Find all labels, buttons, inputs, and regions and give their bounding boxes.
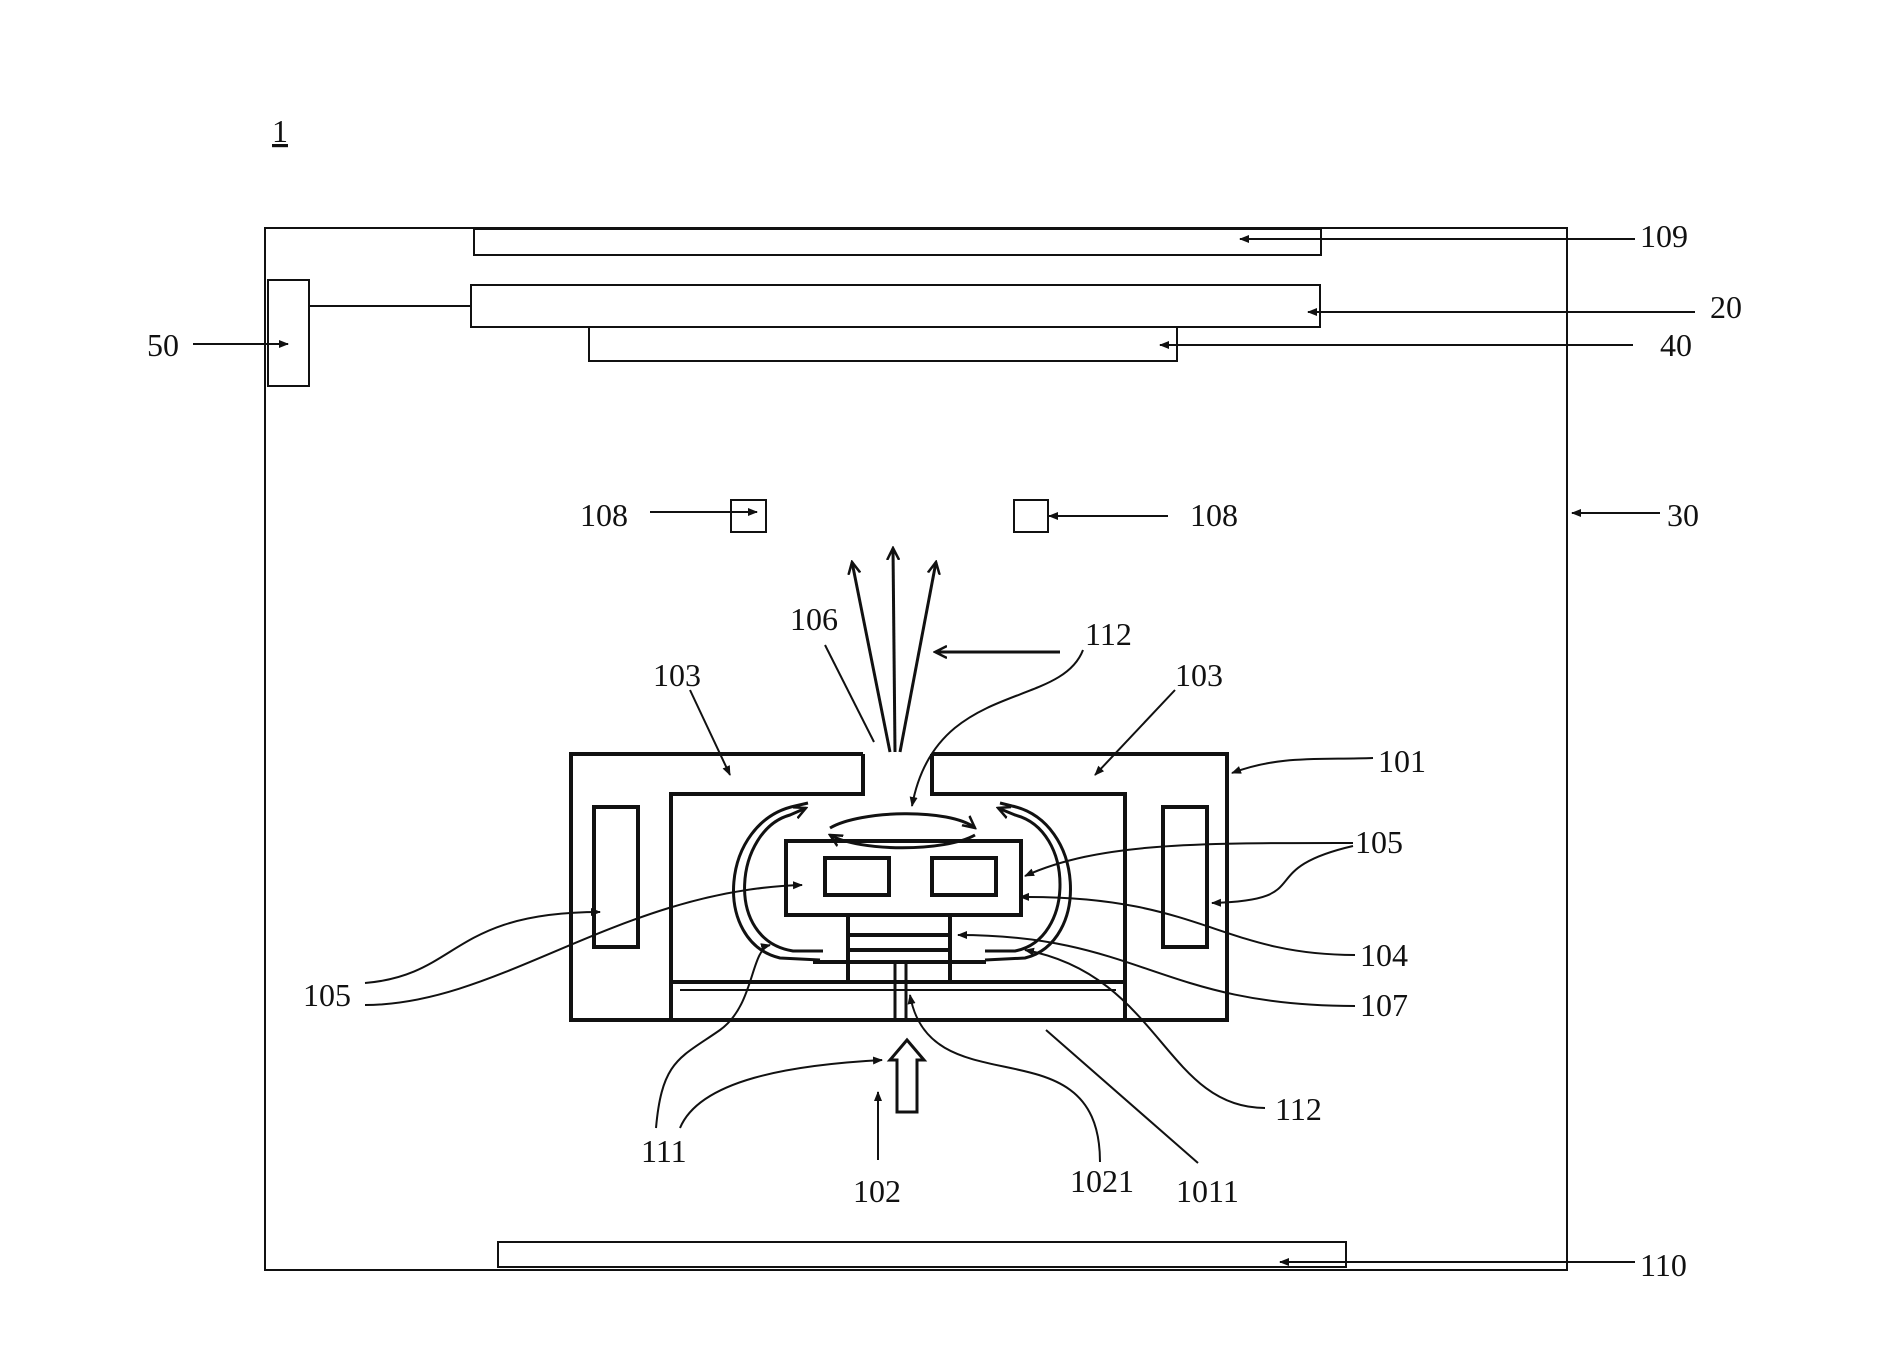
label-105-left: 105 (303, 977, 351, 1013)
substrate-right (932, 858, 996, 895)
label-111: 111 (641, 1133, 687, 1169)
leader-111-left (656, 945, 770, 1128)
label-105-right: 105 (1355, 824, 1403, 860)
heater-105-right (1163, 807, 1207, 947)
label-110: 110 (1640, 1247, 1687, 1283)
leader-103-left (690, 690, 730, 775)
label-103-left: 103 (653, 657, 701, 693)
label-107: 107 (1360, 987, 1408, 1023)
label-102: 102 (853, 1173, 901, 1209)
label-103-right: 103 (1175, 657, 1223, 693)
part-108-left (731, 500, 766, 532)
label-112-bottom: 112 (1275, 1091, 1322, 1127)
label-40: 40 (1660, 327, 1692, 363)
figure-number: 1 (272, 113, 288, 149)
part-50 (268, 280, 309, 386)
vapor-flow-106 (852, 548, 1060, 752)
plate-109 (474, 229, 1321, 255)
plate-110 (498, 1242, 1346, 1267)
leader-106 (825, 645, 874, 742)
pedestal-107 (813, 915, 986, 982)
substrate-left (825, 858, 889, 895)
label-108-right: 108 (1190, 497, 1238, 533)
plate-40 (589, 327, 1177, 361)
chamber-wall-30 (265, 228, 1567, 1270)
part-108-right (1014, 500, 1048, 532)
label-30: 30 (1667, 497, 1699, 533)
leader-111-right (680, 1060, 882, 1128)
label-108-left: 108 (580, 497, 628, 533)
label-106: 106 (790, 601, 838, 637)
label-20: 20 (1710, 289, 1742, 325)
leader-105-right-lower (1212, 846, 1353, 903)
plate-20 (471, 285, 1320, 327)
label-1021: 1021 (1070, 1163, 1134, 1199)
gas-inlet-arrow-102 (890, 1040, 924, 1112)
label-109: 109 (1640, 218, 1688, 254)
device-101 (571, 754, 1227, 1020)
leader-107 (958, 935, 1355, 1006)
leader-105-right-upper (1025, 843, 1353, 876)
label-104: 104 (1360, 937, 1408, 973)
leader-1011 (1046, 1030, 1198, 1163)
leader-101 (1232, 758, 1373, 773)
leader-112-top (912, 650, 1083, 806)
leader-105-left-lower (365, 885, 802, 1005)
label-112-top: 112 (1085, 616, 1132, 652)
label-50: 50 (147, 327, 179, 363)
leader-103-right (1095, 690, 1175, 775)
label-1011: 1011 (1176, 1173, 1239, 1209)
label-101: 101 (1378, 743, 1426, 779)
holder-104 (786, 841, 1021, 915)
